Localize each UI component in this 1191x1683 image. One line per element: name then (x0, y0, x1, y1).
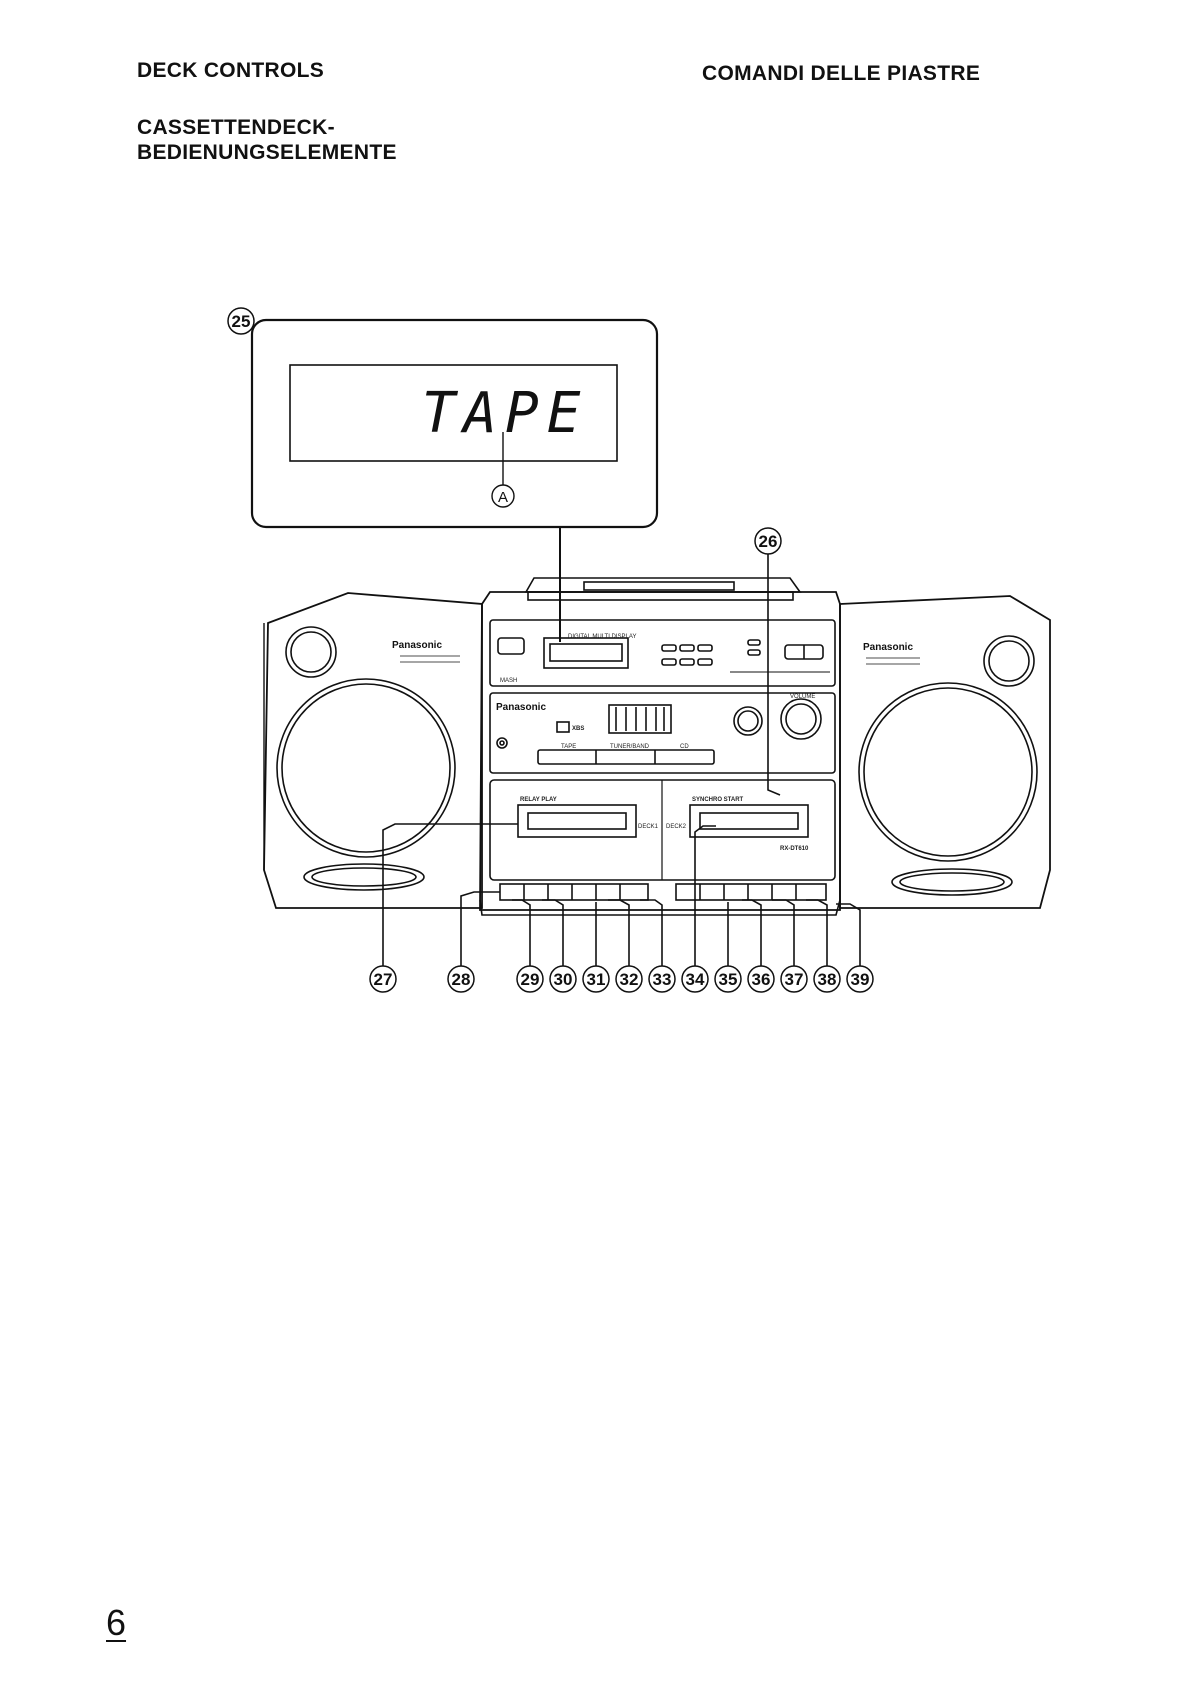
main-brand: Panasonic (496, 702, 546, 713)
callout-33-number: 33 (653, 970, 672, 989)
deck2-label: DECK2 (666, 824, 687, 830)
callout-37-number: 37 (785, 970, 804, 989)
callout-27-number: 27 (374, 970, 393, 989)
right-speaker: Panasonic (840, 596, 1050, 908)
callout-26: 26 (755, 528, 781, 795)
callout-35: 35 (715, 966, 741, 992)
callout-36: 36 (748, 966, 774, 992)
tape-button-label: TAPE (561, 744, 576, 750)
volume-label: VOLUME (790, 694, 815, 700)
bottom-callouts: 27 28 29 30 31 32 33 34 35 36 37 38 39 (370, 904, 873, 992)
callout-28: 28 (448, 966, 474, 992)
left-speaker-brand: Panasonic (392, 640, 442, 651)
callout-leaders (383, 824, 827, 966)
stereo-unit: Panasonic Panasonic (264, 578, 1050, 915)
callout-35-number: 35 (719, 970, 738, 989)
mash-label: MASH (500, 678, 517, 684)
callout-39: 39 (847, 966, 873, 992)
indicator-label-a: A (498, 489, 508, 506)
callout-26-number: 26 (759, 532, 778, 551)
callout-32-number: 32 (620, 970, 639, 989)
right-speaker-brand: Panasonic (863, 642, 913, 653)
callout-38: 38 (814, 966, 840, 992)
main-body: DIGITAL MULTI DISPLAY MASH Panasonic XBS (480, 578, 840, 915)
callout-34: 34 (682, 966, 708, 992)
callout-31-number: 31 (587, 970, 606, 989)
callout-29: 29 (517, 966, 543, 992)
callout-27: 27 (370, 966, 396, 992)
callout-28-number: 28 (452, 970, 471, 989)
callout-39-number: 39 (851, 970, 870, 989)
callout-30-number: 30 (554, 970, 573, 989)
relay-play-label: RELAY PLAY (520, 797, 557, 803)
callout-33: 33 (649, 966, 675, 992)
xbs-label: XBS (572, 726, 584, 732)
deck1-label: DECK1 (638, 824, 659, 830)
callout-38-number: 38 (818, 970, 837, 989)
callout-34-number: 34 (686, 970, 705, 989)
cd-button-label: CD (680, 744, 689, 750)
callout-25-number: 25 (232, 312, 251, 331)
tuner-band-button-label: TUNER/BAND (610, 744, 650, 750)
callout-30: 30 (550, 966, 576, 992)
callout-29-number: 29 (521, 970, 540, 989)
callout-25: 25 (228, 308, 254, 334)
callout-37: 37 (781, 966, 807, 992)
synchro-start-label: SYNCHRO START (692, 797, 744, 803)
display-tape-text: TAPE (422, 381, 589, 446)
model-label: RX-DT610 (780, 846, 809, 852)
callout-36-number: 36 (752, 970, 771, 989)
page-number: 6 (106, 1602, 126, 1644)
digital-display-label: DIGITAL MULTI DISPLAY (568, 634, 636, 640)
display-zoom-panel: TAPE A (252, 320, 657, 642)
left-speaker: Panasonic (264, 593, 482, 908)
callout-32: 32 (616, 966, 642, 992)
callout-31: 31 (583, 966, 609, 992)
